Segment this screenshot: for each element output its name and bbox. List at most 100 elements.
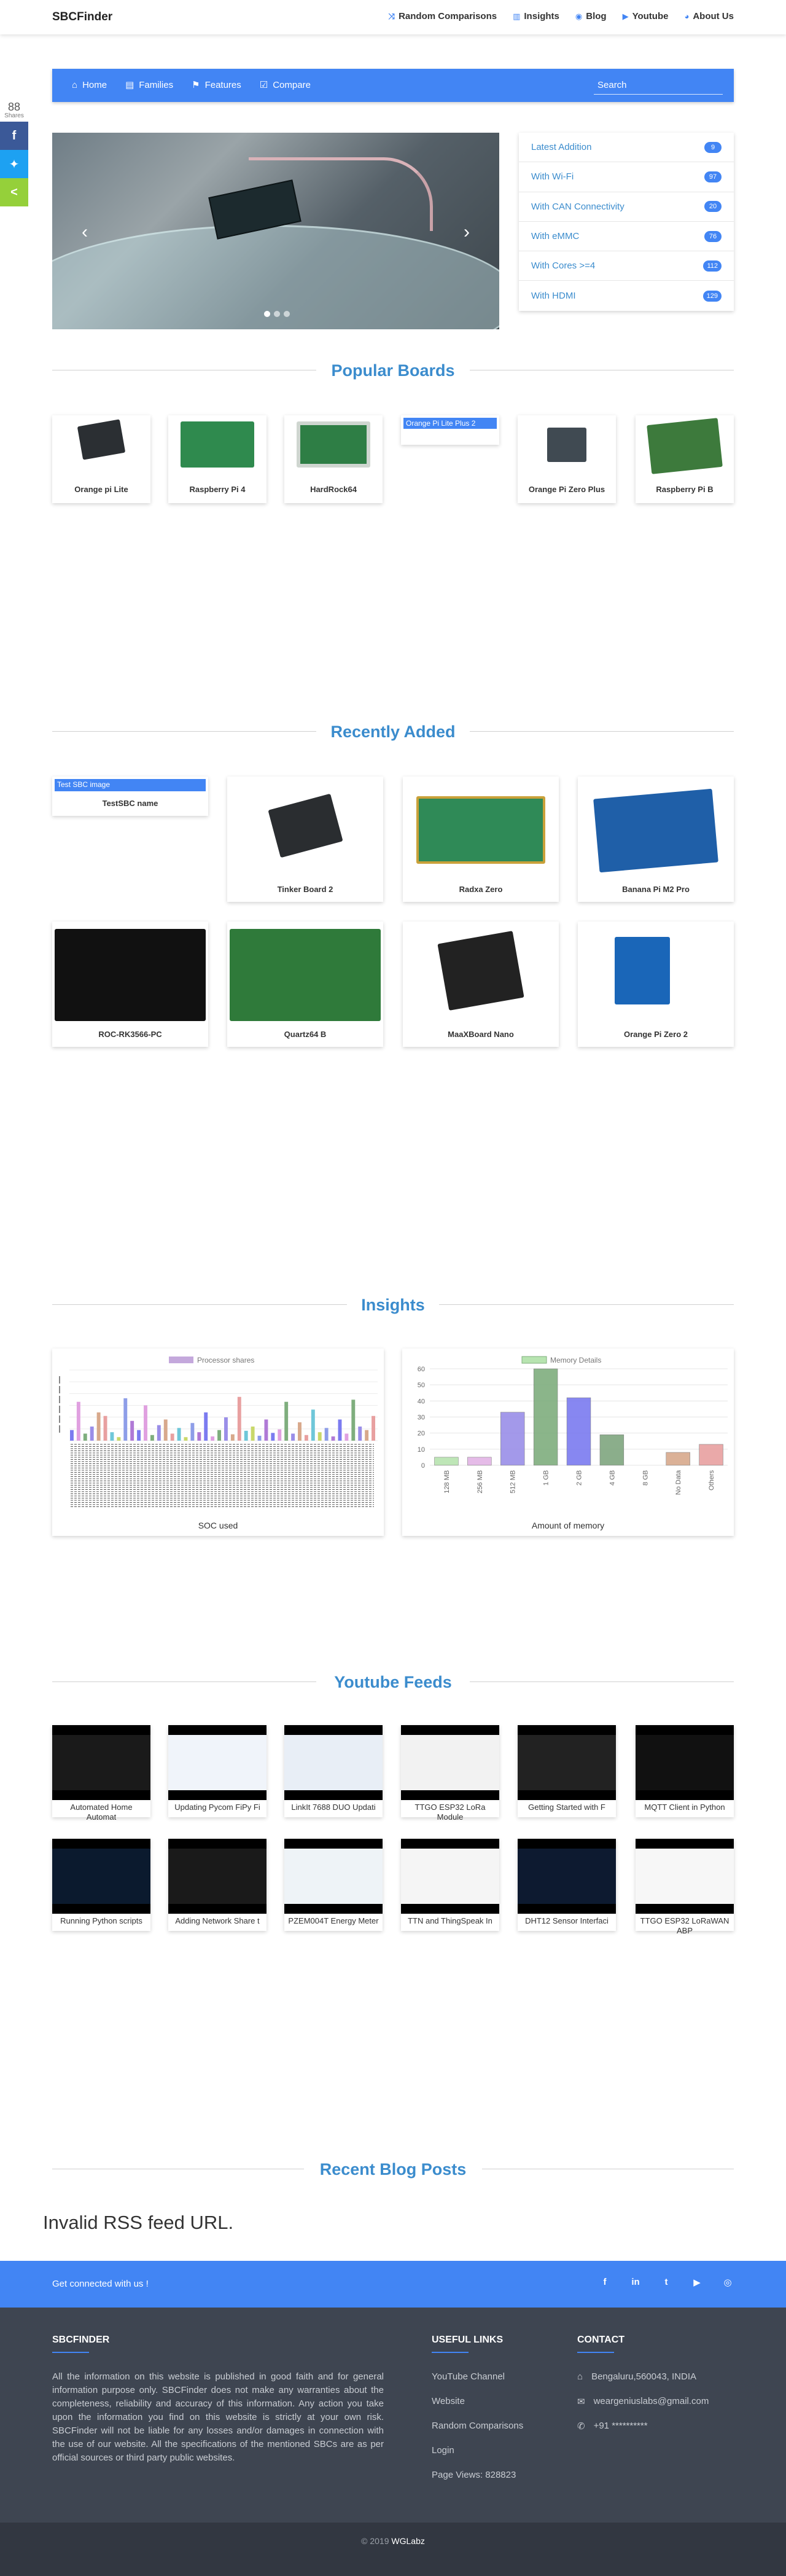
youtube-video-card[interactable]: DHT12 Sensor Interfaci xyxy=(518,1839,616,1931)
youtube-video-card[interactable]: TTN and ThingSpeak In xyxy=(401,1839,499,1931)
board-card[interactable]: Banana Pi M2 Pro xyxy=(578,777,734,902)
carousel-dot[interactable] xyxy=(274,311,280,317)
menu-features[interactable]: ⚑Features xyxy=(192,79,241,91)
bar xyxy=(137,1430,141,1441)
linkedin-icon[interactable]: in xyxy=(631,2277,640,2287)
menu-home[interactable]: ⌂Home xyxy=(72,79,107,90)
x-tick-label: 1 GB xyxy=(543,1470,550,1486)
board-name: Orange pi Lite xyxy=(74,485,128,494)
category-label: With Cores >=4 xyxy=(531,260,596,272)
footer-link-login[interactable]: Login xyxy=(432,2445,454,2456)
video-thumbnail xyxy=(401,1725,499,1800)
carousel-dot[interactable] xyxy=(264,311,270,317)
board-image xyxy=(297,421,370,468)
video-thumbnail xyxy=(518,1839,616,1914)
nav-label: Blog xyxy=(586,11,607,22)
footer-link-random[interactable]: Random Comparisons xyxy=(432,2421,524,2431)
board-card[interactable]: Quartz64 B xyxy=(227,922,383,1047)
board-card[interactable]: HardRock64 xyxy=(284,415,383,503)
nav-blog[interactable]: ◉Blog xyxy=(575,11,607,22)
twitter-icon[interactable]: t xyxy=(664,2277,668,2287)
youtube-video-card[interactable]: Adding Network Share t xyxy=(168,1839,267,1931)
board-card[interactable]: Radxa Zero xyxy=(403,777,559,902)
nav-random-comparisons[interactable]: ⤨Random Comparisons xyxy=(389,11,497,22)
footer-link-website[interactable]: Website xyxy=(432,2396,465,2406)
youtube-video-card[interactable]: Updating Pycom FiPy Fi xyxy=(168,1725,267,1817)
twitter-share-button[interactable]: ✦ xyxy=(0,150,28,178)
youtube-video-card[interactable]: Getting Started with F xyxy=(518,1725,616,1817)
about-text: All the information on this website is p… xyxy=(52,2371,384,2463)
facebook-share-button[interactable]: f xyxy=(0,122,28,150)
bar xyxy=(699,1444,723,1466)
brand-logo[interactable]: SBCFinder xyxy=(52,10,113,23)
bar xyxy=(83,1433,87,1441)
bar xyxy=(123,1398,128,1441)
divider xyxy=(52,1304,347,1305)
board-card[interactable]: Orange Pi Lite Plus 2 xyxy=(401,415,499,445)
video-screen xyxy=(636,1849,734,1904)
bar xyxy=(500,1412,525,1466)
share-more-button[interactable]: < xyxy=(0,178,28,206)
board-card[interactable]: Raspberry Pi B xyxy=(636,415,734,503)
video-screen xyxy=(168,1849,267,1904)
contact-title: CONTACT xyxy=(577,2335,625,2345)
copyright-brand[interactable]: WGLabz xyxy=(391,2536,425,2546)
youtube-video-card[interactable]: PZEM004T Energy Meter xyxy=(284,1839,383,1931)
video-title: Updating Pycom FiPy Fi xyxy=(174,1803,260,1812)
menu-label: Compare xyxy=(273,79,311,90)
youtube-video-card[interactable]: Automated Home Automat xyxy=(52,1725,150,1822)
board-card[interactable]: Test SBC image TestSBC name xyxy=(52,777,208,816)
divider xyxy=(470,731,734,732)
hero-carousel[interactable]: ‹ › xyxy=(52,133,499,329)
bar xyxy=(304,1435,308,1441)
nav-about-us[interactable]: ◕About Us xyxy=(684,11,734,22)
facebook-icon[interactable]: f xyxy=(603,2277,607,2287)
board-card[interactable]: Raspberry Pi 4 xyxy=(168,415,267,503)
board-card[interactable]: ROC-RK3566-PC xyxy=(52,922,208,1047)
chart-axis-label: Amount of memory xyxy=(531,1521,605,1530)
carousel-next-icon[interactable]: › xyxy=(464,222,470,242)
bar xyxy=(434,1457,459,1466)
legend-swatch xyxy=(169,1357,193,1363)
nav-insights[interactable]: ▥Insights xyxy=(513,11,559,22)
share-label: Shares xyxy=(4,112,24,119)
menu-compare[interactable]: ☑Compare xyxy=(260,79,311,91)
youtube-video-card[interactable]: LinkIt 7688 DUO Updati xyxy=(284,1725,383,1817)
search-input[interactable] xyxy=(594,76,723,95)
board-image xyxy=(593,788,718,873)
menu-families[interactable]: ▤Families xyxy=(125,79,173,91)
board-card[interactable]: Orange Pi Zero 2 xyxy=(578,922,734,1047)
contact-email[interactable]: ✉weargeniuslabs@gmail.com xyxy=(577,2396,709,2407)
youtube-video-card[interactable]: Running Python scripts xyxy=(52,1839,150,1931)
youtube-icon[interactable]: ▶ xyxy=(693,2277,701,2288)
carousel-prev-icon[interactable]: ‹ xyxy=(82,222,88,242)
social-links: f in t ▶ ◎ xyxy=(599,2277,734,2288)
x-tick-label: 8 GB xyxy=(642,1470,649,1486)
board-card[interactable]: MaaXBoard Nano xyxy=(403,922,559,1047)
bar xyxy=(298,1422,302,1441)
nav-youtube[interactable]: ▶Youtube xyxy=(623,11,669,22)
video-screen xyxy=(52,1735,150,1790)
category-count-badge: 9 xyxy=(704,141,722,153)
footer-link-youtube[interactable]: YouTube Channel xyxy=(432,2371,505,2382)
video-title: TTGO ESP32 LoRaWAN ABP xyxy=(640,1916,730,1935)
youtube-video-card[interactable]: MQTT Client in Python xyxy=(636,1725,734,1817)
contact-text: weargeniuslabs@gmail.com xyxy=(593,2396,709,2406)
divider xyxy=(470,1681,734,1682)
board-card[interactable]: Orange pi Lite xyxy=(52,415,150,503)
carousel-dot[interactable] xyxy=(284,311,290,317)
facebook-icon: f xyxy=(12,128,17,143)
video-screen xyxy=(284,1735,383,1790)
board-card[interactable]: Tinker Board 2 xyxy=(227,777,383,902)
youtube-video-card[interactable]: TTGO ESP32 LoRaWAN ABP xyxy=(636,1839,734,1935)
youtube-video-card[interactable]: TTGO ESP32 LoRa Module xyxy=(401,1725,499,1822)
instagram-icon[interactable]: ◎ xyxy=(723,2277,732,2288)
divider xyxy=(577,2352,614,2353)
board-card[interactable]: Orange Pi Zero Plus xyxy=(518,415,616,503)
